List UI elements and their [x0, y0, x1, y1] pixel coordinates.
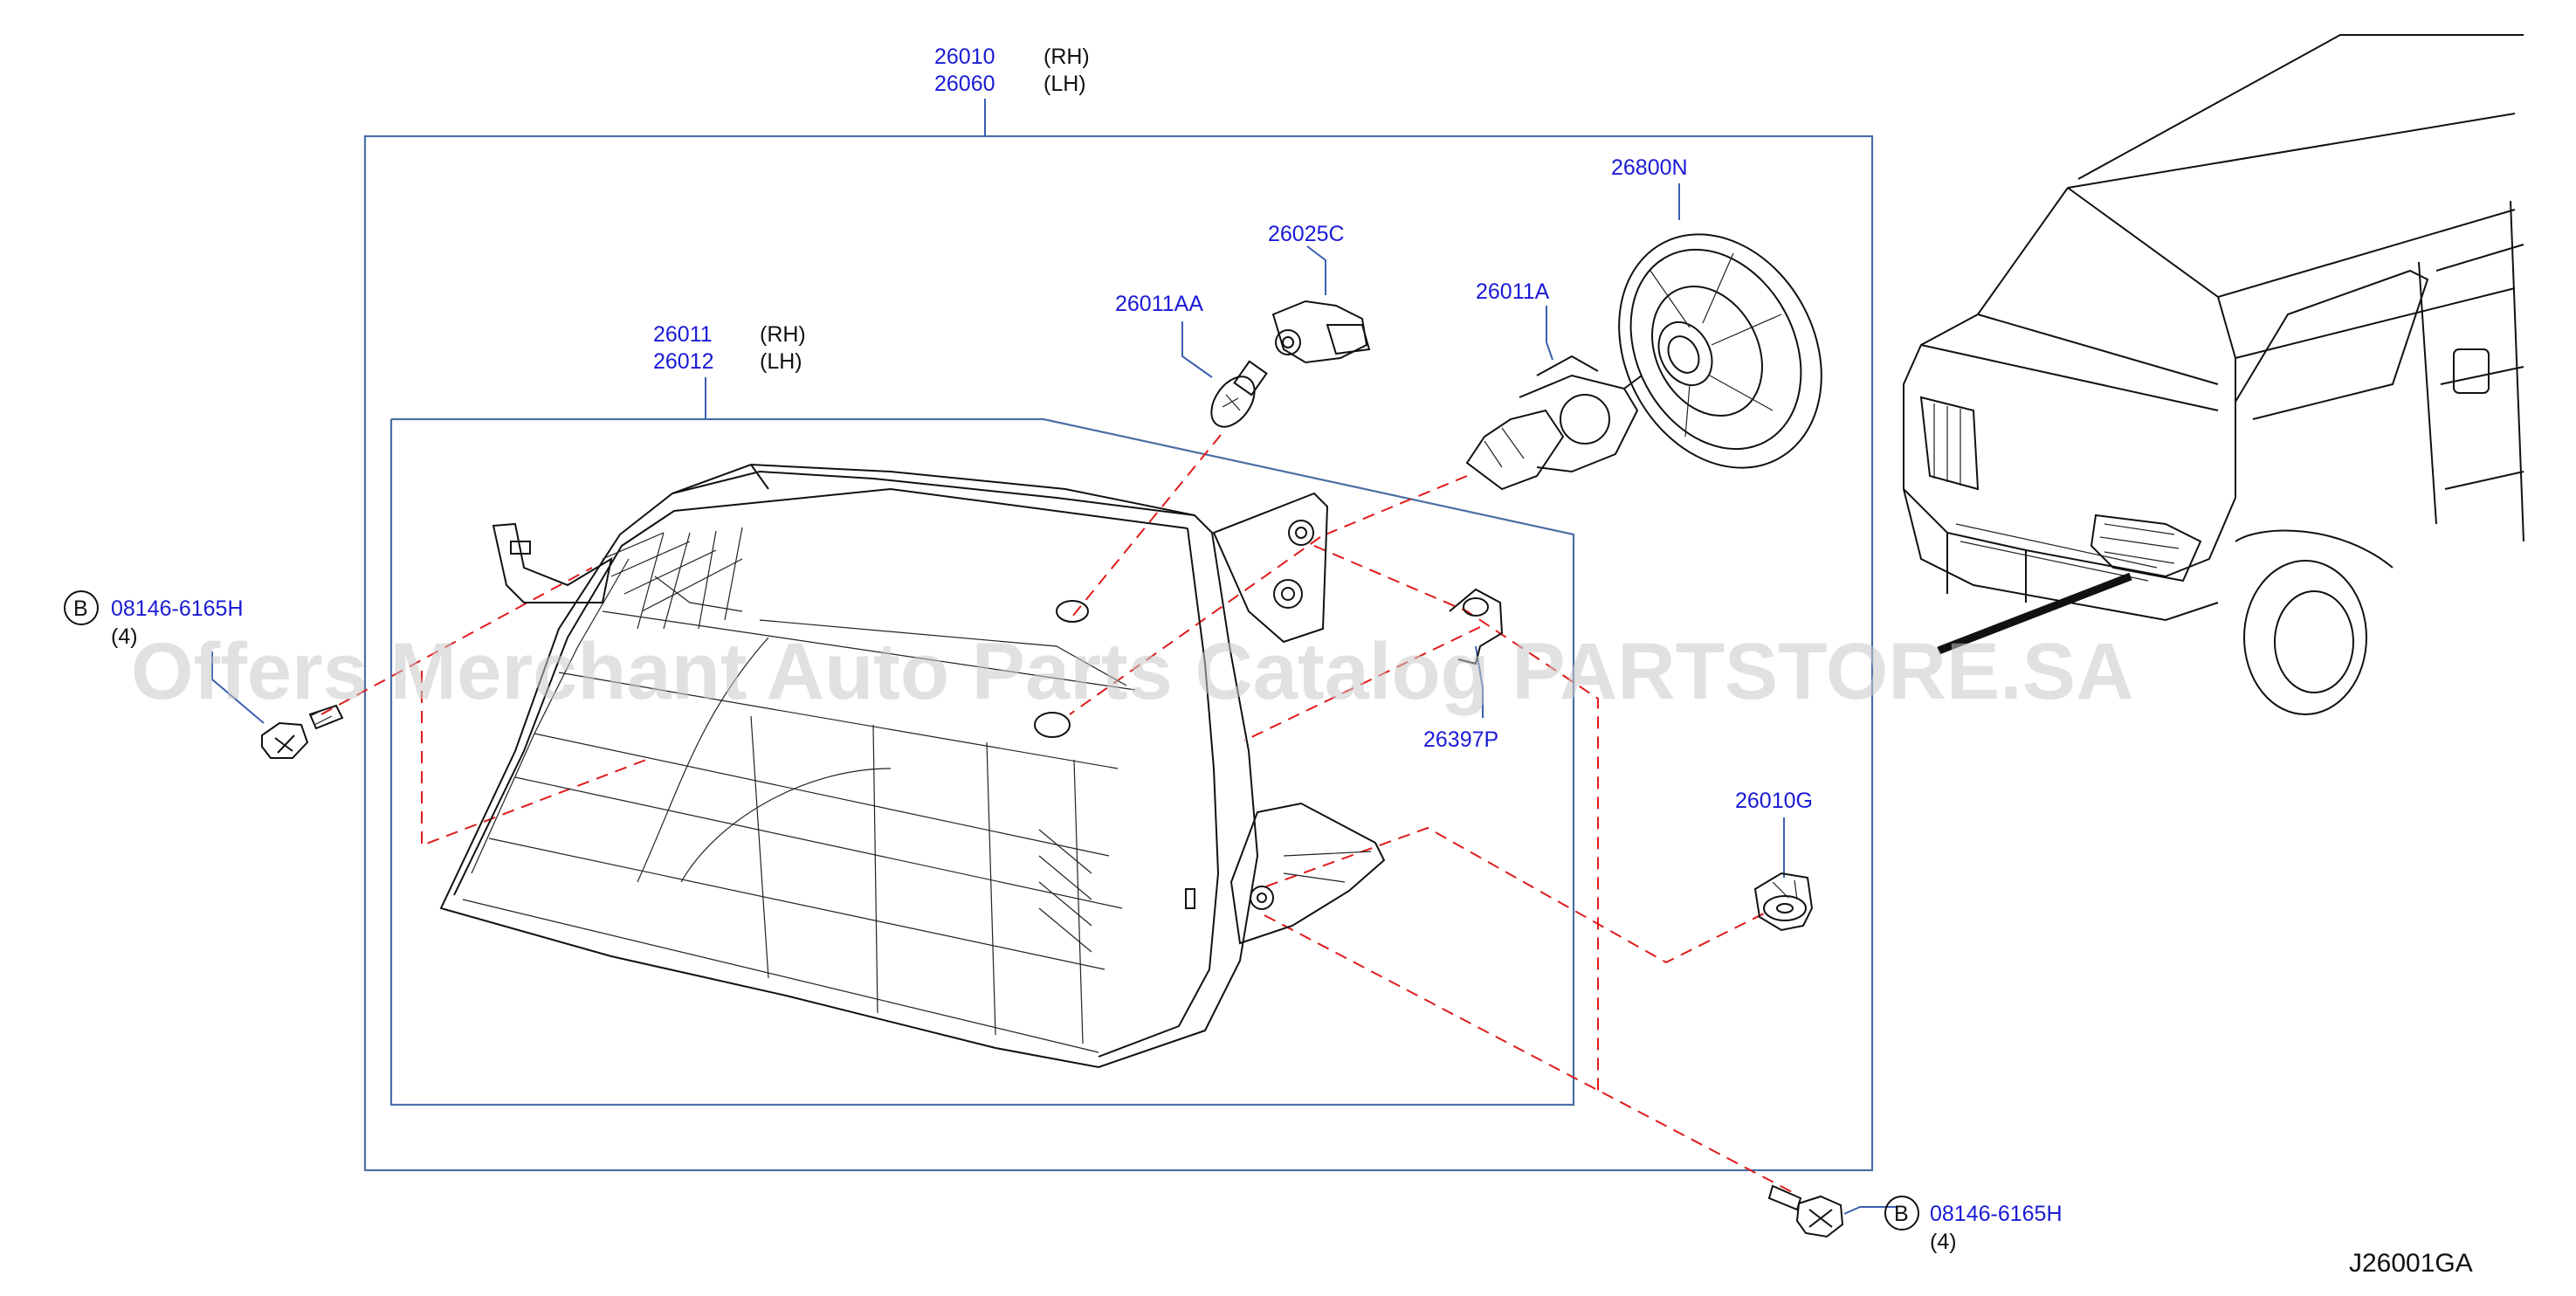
leader-socket [1306, 245, 1326, 295]
clip-bracket-drawing [1449, 588, 1504, 665]
callout-lamp-lh[interactable]: 26012 [653, 349, 714, 374]
guide-halogen [1325, 475, 1468, 535]
lamp-unit-frame [389, 417, 1575, 1106]
guide-clip-2 [1243, 626, 1481, 741]
callout-bolt-left[interactable]: 08146-6165H [111, 596, 244, 621]
bolt-right-qty: (4) [1930, 1230, 1957, 1254]
callout-lamp-rh-side: (RH) [760, 322, 806, 347]
callout-bulb-small[interactable]: 26011AA [1115, 292, 1203, 316]
callout-bolt-right[interactable]: 08146-6165H [1930, 1202, 2063, 1226]
headlamp-assembly-drawing [439, 463, 1386, 1069]
bolt-right-symbol: B [1894, 1202, 1909, 1226]
guide-bolt-left [320, 567, 593, 715]
guide-bolt-right [1264, 914, 1798, 1196]
callout-housing-rh[interactable]: 26010 [934, 45, 995, 69]
callout-housing-lh[interactable]: 26060 [934, 72, 995, 96]
watermark: Offers Merchant Auto Parts Catalog PARTS… [131, 627, 2134, 716]
callout-housing-rh-side: (RH) [1043, 45, 1090, 69]
socket-drawing [1271, 300, 1371, 364]
guide-grommet [1265, 826, 1767, 964]
leader-bulb-small [1181, 321, 1213, 378]
bolt-right-drawing [1767, 1184, 1844, 1238]
van-sketch [1903, 34, 2524, 715]
leader-bulb-halogen [1546, 306, 1553, 361]
bolt-left-symbol: B [73, 596, 88, 621]
callout-bulb-halogen[interactable]: 26011A [1476, 279, 1550, 304]
leader-bolt-right [1843, 1206, 1897, 1215]
bulb-cover-drawing [1618, 233, 1822, 469]
assembly-frame [363, 134, 1874, 1172]
bolt-left-qty: (4) [111, 624, 138, 649]
callout-socket[interactable]: 26025C [1268, 222, 1345, 246]
callout-clip-bracket[interactable]: 26397P [1423, 727, 1498, 752]
callout-bulb-cover[interactable]: 26800N [1611, 155, 1688, 180]
callout-grommet[interactable]: 26010G [1735, 789, 1813, 813]
leader-clip-bracket [1475, 645, 1484, 718]
guide-halogen-2 [1069, 536, 1321, 715]
callout-lamp-rh[interactable]: 26011 [653, 322, 713, 347]
bolt-left-symbol-circle [64, 590, 99, 625]
bulb-small-drawing [1210, 360, 1268, 428]
callout-housing-lh-side: (LH) [1043, 72, 1086, 96]
callout-lamp-lh-side: (LH) [760, 349, 802, 374]
diagram-code: J26001GA [2349, 1249, 2473, 1278]
bolt-right-symbol-circle [1884, 1196, 1919, 1231]
grommet-drawing [1753, 872, 1814, 932]
leader-bolt-left [211, 651, 265, 724]
bolt-left-drawing [261, 704, 344, 759]
bulb-halogen-drawing [1465, 355, 1643, 491]
guide-bulb-small [1071, 434, 1222, 617]
guide-clip [1313, 545, 1599, 1096]
